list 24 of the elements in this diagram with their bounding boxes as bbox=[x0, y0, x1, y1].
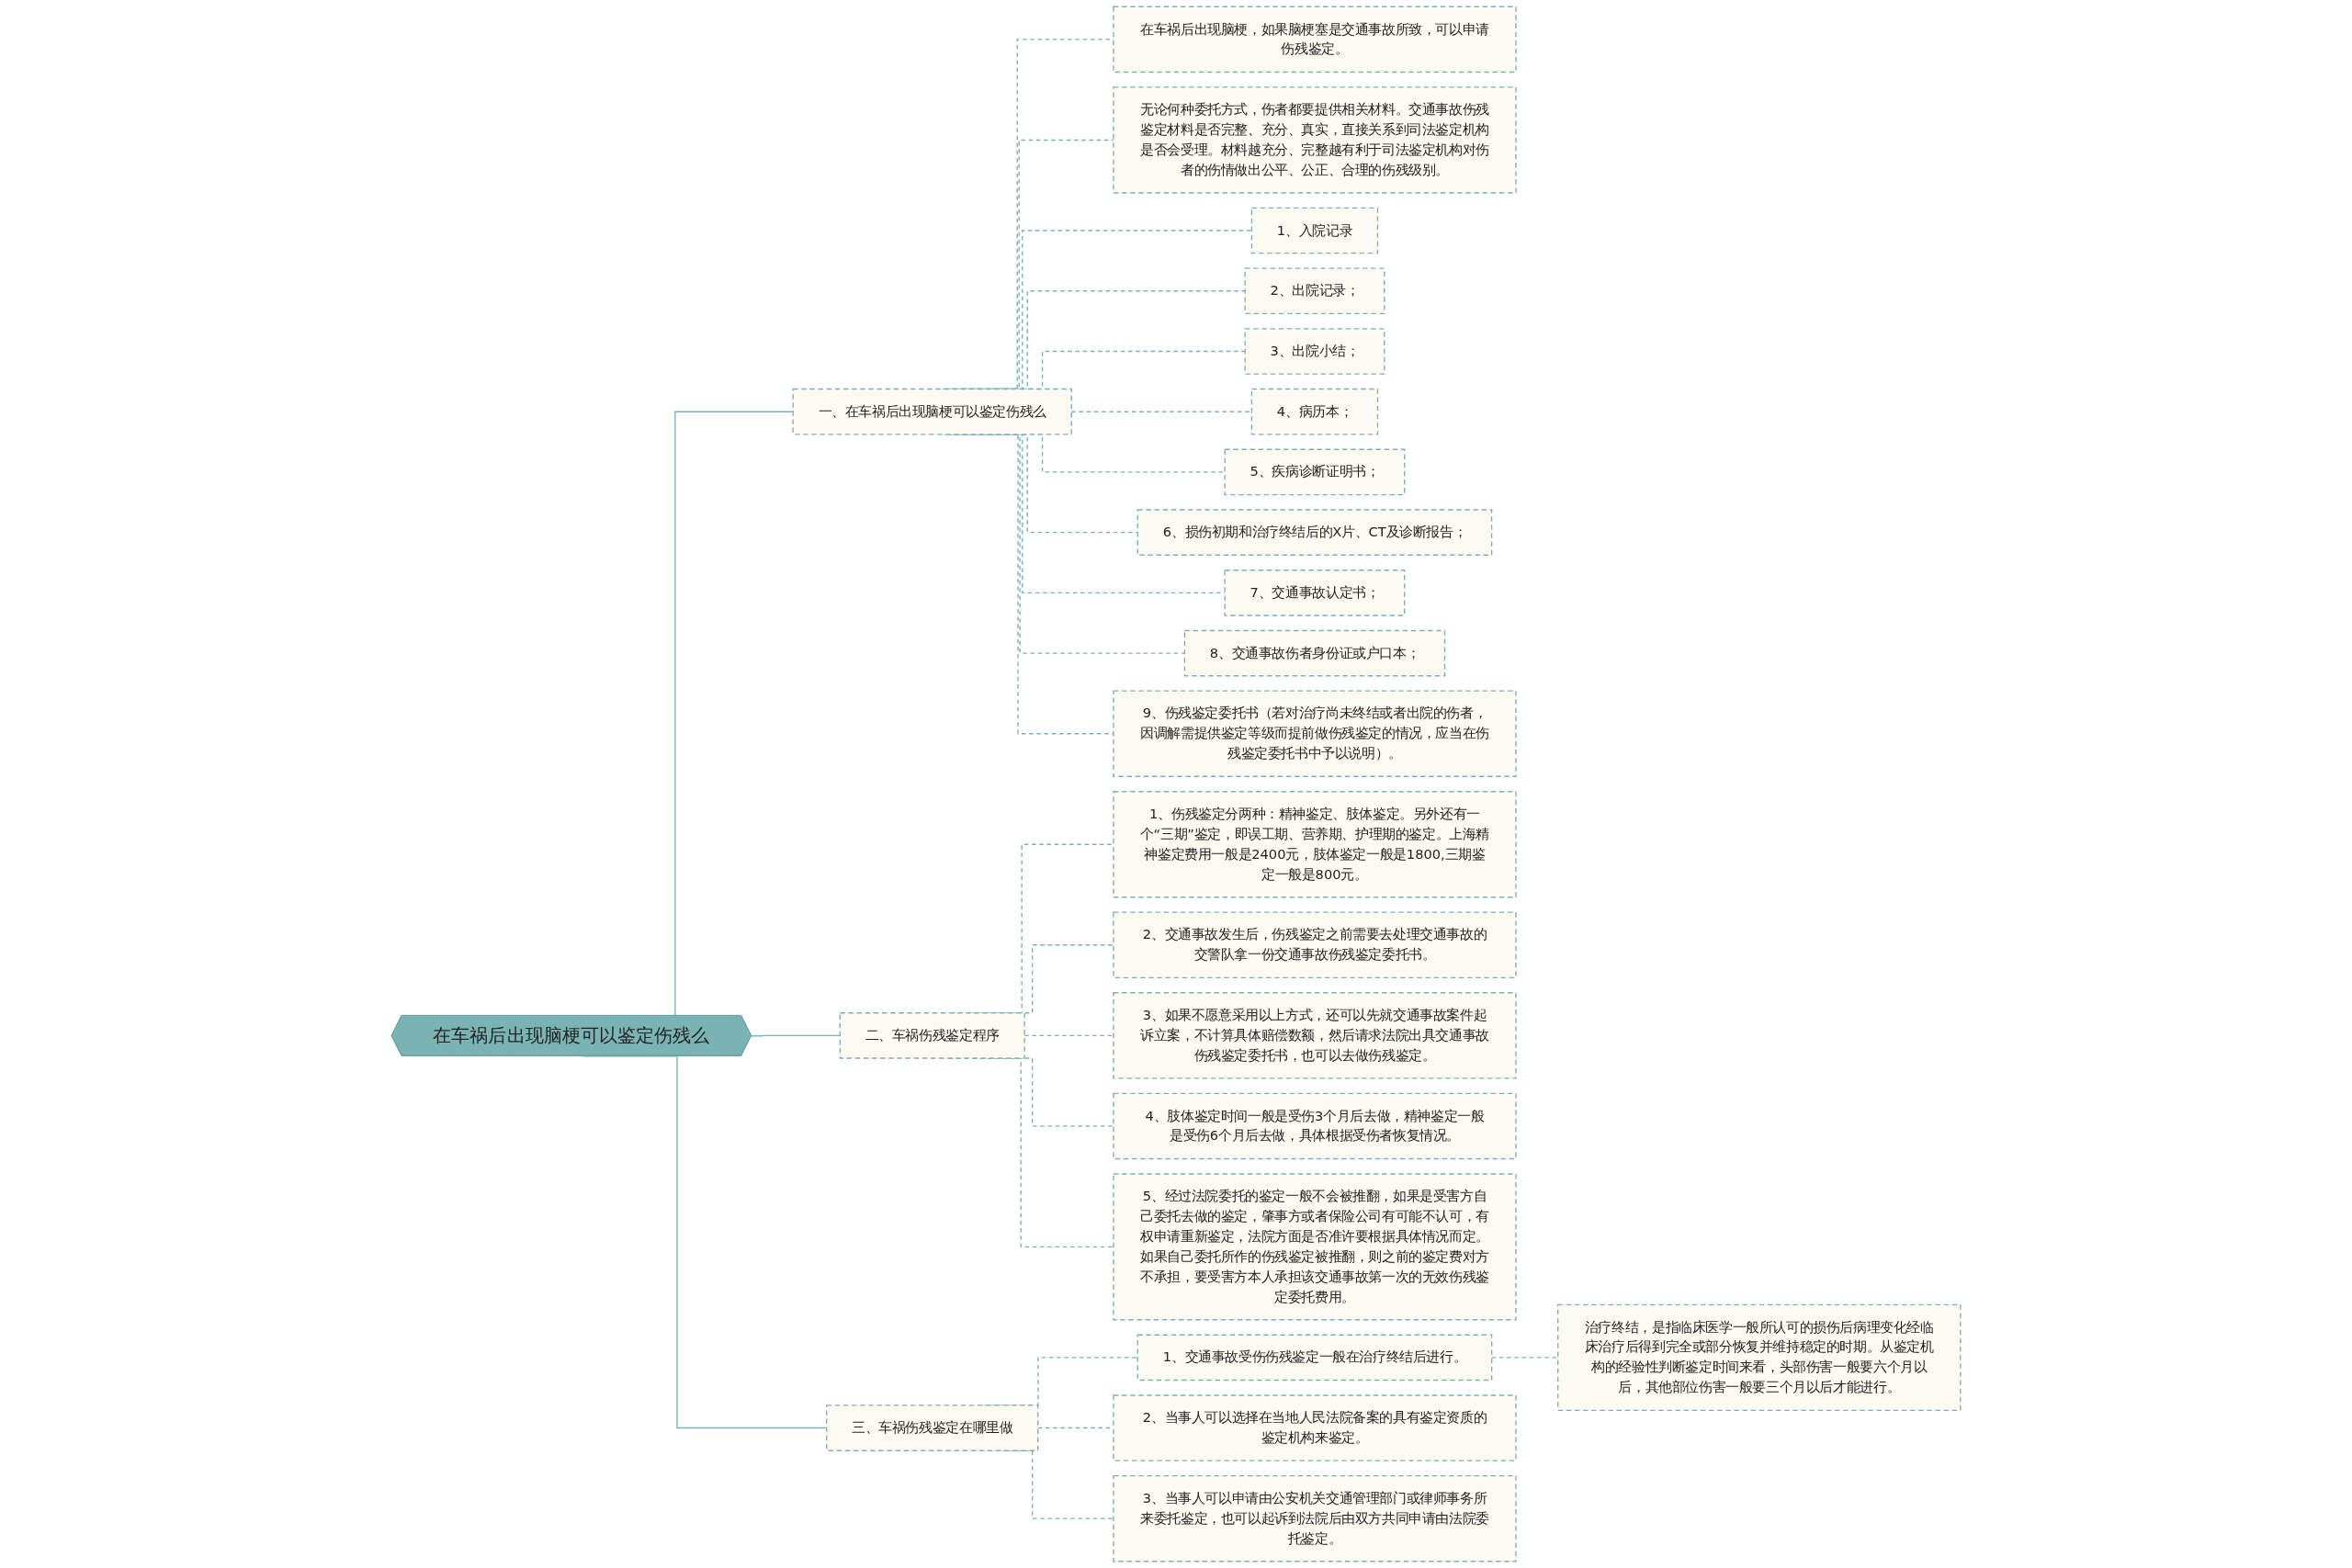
node-box: 3、如果不愿意采用以上方式，还可以先就交通事故案件起诉立案，不计算具体赔偿数额，然后请求法院出具交通事故伤残鉴定委托书，也可以去做伤残鉴定。 bbox=[1113, 992, 1517, 1079]
node-box: 3、出院小结； bbox=[1244, 328, 1385, 375]
node-box: 2、交通事故发生后，伤残鉴定之前需要去处理交通事故的交警队拿一份交通事故伤残鉴定委托书。 bbox=[1113, 911, 1517, 979]
node-box: 6、损伤初期和治疗终结后的X片、CT及诊断报告； bbox=[1136, 509, 1493, 556]
node-box: 9、伤残鉴定委托书（若对治疗尚未终结或者出院的伤者，因调解需提供鉴定等级而提前做伤残鉴定的情况，应当在伤残鉴定委托书中予以说明）。 bbox=[1113, 690, 1517, 777]
node-box: 5、疾病诊断证明书； bbox=[1224, 448, 1406, 496]
node-box: 2、当事人可以选择在当地人民法院备案的具有鉴定资质的鉴定机构来鉴定。 bbox=[1113, 1394, 1517, 1461]
node-box: 4、病历本； bbox=[1250, 388, 1379, 435]
node-box: 三、车祸伤残鉴定在哪里做 bbox=[826, 1404, 1039, 1451]
node-box: 7、交通事故认定书； bbox=[1224, 570, 1406, 616]
node-box: 治疗终结，是指临床医学一般所认可的损伤后病理变化经临床治疗后得到完全或部分恢复并维持稳定的时期。从鉴定机构的经验性判断鉴定时间来看，头部伤害一般要六个月以后，其他部位伤害一般要三个月以后才能进行。 bbox=[1557, 1303, 1962, 1412]
connector bbox=[751, 1034, 841, 1037]
node-box: 2、出院记录； bbox=[1244, 267, 1385, 315]
node-box: 4、肢体鉴定时间一般是受伤3个月后去做，精神鉴定一般是受伤6个月后去做，具体根据受伤者恢复情况。 bbox=[1113, 1092, 1517, 1160]
node-box: 1、入院记录 bbox=[1250, 207, 1379, 254]
node-box: 一、在车祸后出现脑梗可以鉴定伤残么 bbox=[792, 388, 1072, 435]
node-box: 1、交通事故受伤伤残鉴定一般在治疗终结后进行。 bbox=[1136, 1334, 1493, 1382]
node-box: 8、交通事故伤者身份证或户口本； bbox=[1183, 629, 1446, 677]
node-box: 在车祸后出现脑梗，如果脑梗塞是交通事故所致，可以申请伤残鉴定。 bbox=[1113, 6, 1517, 73]
node-box: 无论何种委托方式，伤者都要提供相关材料。交通事故伤残鉴定材料是否完整、充分、真实，直接关系到司法鉴定机构是否会受理。材料越充分、完整越有利于司法鉴定机构对伤者的伤情做出公平、公正、合理的伤残级别。 bbox=[1113, 86, 1517, 194]
node-box: 3、当事人可以申请由公安机关交通管理部门或律师事务所来委托鉴定，也可以起诉到法院后由双方共同申请由法院委托鉴定。 bbox=[1113, 1474, 1517, 1562]
node-box: 1、伤残鉴定分两种：精神鉴定、肢体鉴定。另外还有一个“三期”鉴定，即误工期、营养期、护理期的鉴定。上海精神鉴定费用一般是2400元，肢体鉴定一般是1800,三期鉴定一般是800元。 bbox=[1113, 791, 1517, 898]
node-box: 5、经过法院委托的鉴定一般不会被推翻，如果是受害方自己委托去做的鉴定，肇事方或者保险公司有可能不认可，有权申请重新鉴定，法院方面是否准许要根据具体情况而定。如果自己委托所作的伤残鉴定被推翻，则之前的鉴定费对方不承担，要受害方本人承担该交通事故第一次的无效伤残鉴定委托费用。 bbox=[1113, 1173, 1517, 1321]
node-box: 二、车祸伤残鉴定程序 bbox=[839, 1012, 1025, 1059]
